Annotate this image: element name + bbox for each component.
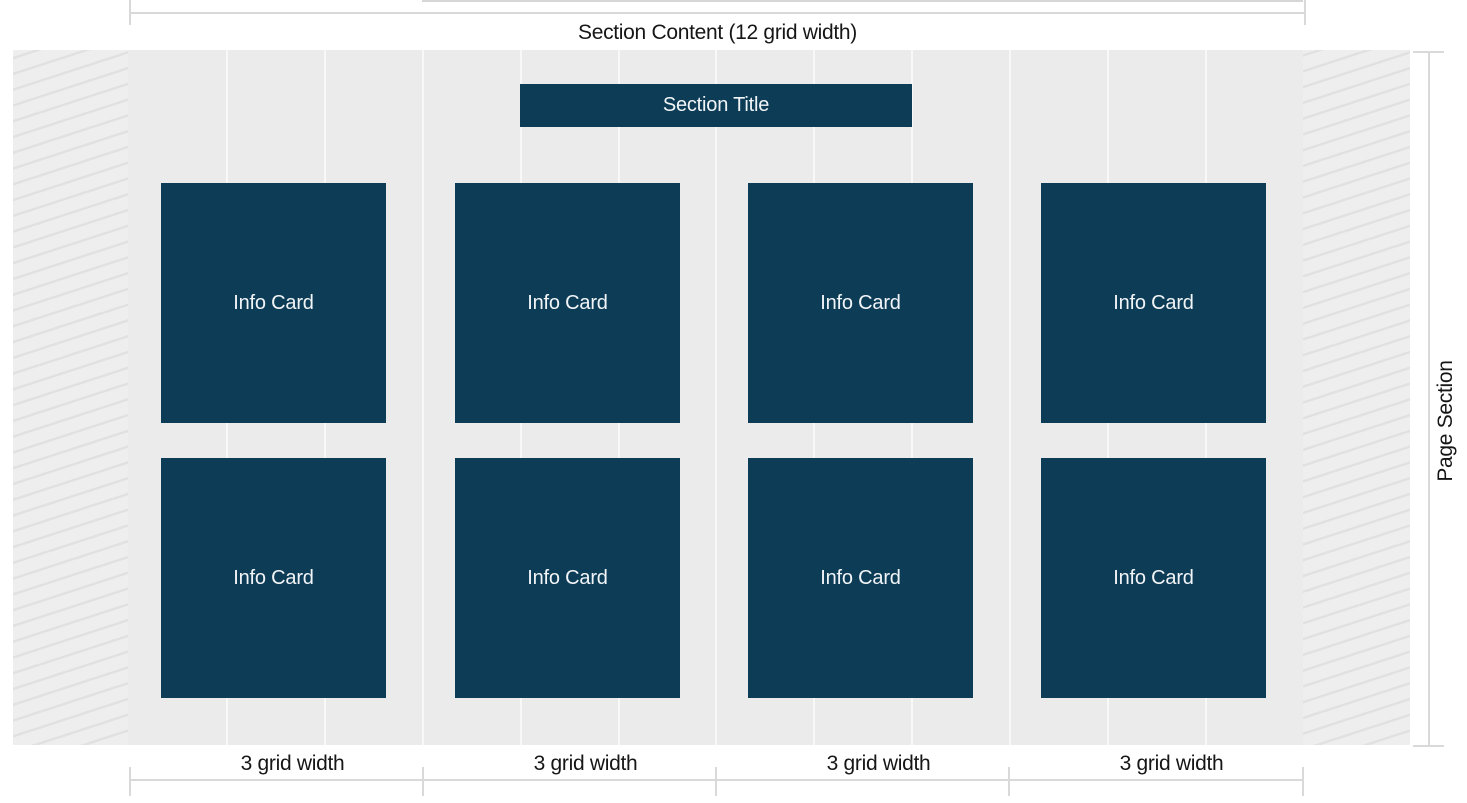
top-dimension-tick-left	[129, 0, 131, 25]
grid-width-label: 3 grid width	[240, 752, 345, 775]
column-guide	[422, 50, 424, 745]
info-card: Info Card	[1041, 458, 1266, 698]
grid-width-label: 3 grid width	[533, 752, 638, 775]
bottom-dimension-tick	[129, 767, 131, 796]
bottom-dimension-tick	[1008, 767, 1010, 796]
left-margin-hatch	[13, 50, 128, 745]
grid-width-label: 3 grid width	[826, 752, 931, 775]
page-section-area: Section Title Info Card Info Card Info C…	[13, 50, 1410, 745]
info-card-label: Info Card	[1113, 566, 1194, 589]
info-card: Info Card	[748, 183, 973, 423]
top-dimension-tick-right	[1304, 0, 1306, 25]
info-card: Info Card	[161, 458, 386, 698]
info-card: Info Card	[1041, 183, 1266, 423]
bottom-dimension-tick	[422, 767, 424, 796]
info-card: Info Card	[455, 458, 680, 698]
info-card-label: Info Card	[1113, 291, 1194, 314]
info-card: Info Card	[161, 183, 386, 423]
column-guide	[715, 50, 717, 745]
bottom-dimension-tick	[715, 767, 717, 796]
grid-width-label: 3 grid width	[1119, 752, 1224, 775]
top-dimension-line	[130, 12, 1305, 14]
info-card-label: Info Card	[527, 291, 608, 314]
page-section-label: Page Section	[1434, 360, 1457, 482]
info-card-label: Info Card	[820, 291, 901, 314]
previous-section-edge-line	[422, 0, 1303, 2]
info-card-label: Info Card	[527, 566, 608, 589]
info-card: Info Card	[748, 458, 973, 698]
section-content-label: Section Content (12 grid width)	[577, 21, 858, 44]
page-section-tick-bottom	[1413, 745, 1444, 747]
column-guide	[1009, 50, 1011, 745]
right-margin-hatch	[1303, 50, 1410, 745]
page-section-dimension-line	[1428, 52, 1430, 747]
info-card-label: Info Card	[233, 291, 314, 314]
section-title-block: Section Title	[520, 84, 912, 127]
info-card: Info Card	[455, 183, 680, 423]
info-card-label: Info Card	[820, 566, 901, 589]
page-section-tick-top	[1413, 51, 1444, 53]
info-card-label: Info Card	[233, 566, 314, 589]
bottom-dimension-tick	[1302, 767, 1304, 796]
bottom-dimension-line	[130, 779, 1304, 781]
section-title-text: Section Title	[662, 94, 770, 116]
